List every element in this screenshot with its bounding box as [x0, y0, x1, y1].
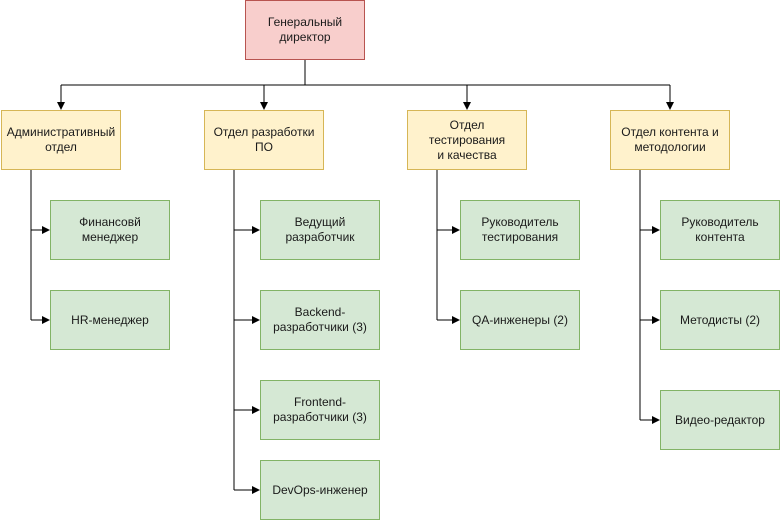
- ceo-node: Генеральный директор: [245, 0, 365, 60]
- dept-node-software-development: Отдел разработки ПО: [204, 110, 324, 170]
- role-node-test-lead: Руководитель тестирования: [460, 200, 580, 260]
- role-node-methodologists: Методисты (2): [660, 290, 780, 350]
- dept-node-administrative: Административный отдел: [1, 110, 121, 170]
- role-node-qa-engineers: QA-инженеры (2): [460, 290, 580, 350]
- dept-node-content-methodology: Отдел контента и методологии: [610, 110, 730, 170]
- role-node-video-editor: Видео-редактор: [660, 390, 780, 450]
- role-node-content-lead: Руководитель контента: [660, 200, 780, 260]
- role-node-lead-developer: Ведущий разработчик: [260, 200, 380, 260]
- role-node-backend-developers: Backend- разработчики (3): [260, 290, 380, 350]
- dept-node-testing-quality: Отдел тестирования и качества: [407, 110, 527, 170]
- role-node-frontend-developers: Frontend- разработчики (3): [260, 380, 380, 440]
- role-node-hr-manager: HR-менеджер: [50, 290, 170, 350]
- role-node-devops-engineer: DevOps-инженер: [260, 460, 380, 520]
- role-node-financial-manager: Финансовй менеджер: [50, 200, 170, 260]
